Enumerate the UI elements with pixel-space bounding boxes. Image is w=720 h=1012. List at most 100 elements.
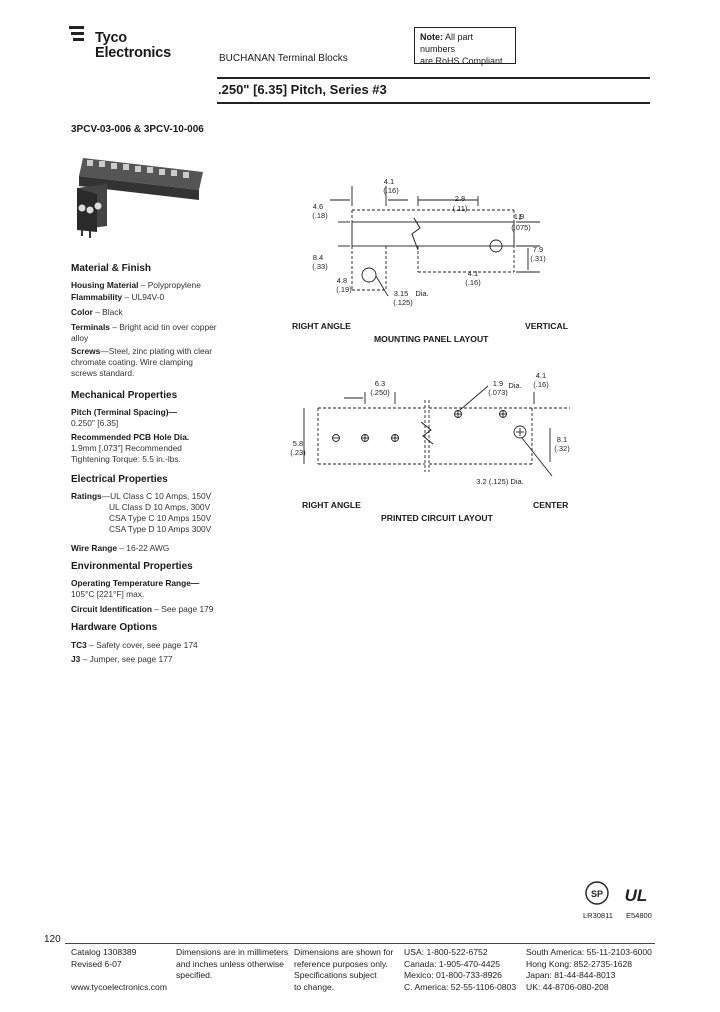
- phone-uk: UK: 44-8706-080-208: [526, 981, 609, 992]
- screws: Screws—Steel, zinc plating with clear ch…: [71, 346, 221, 379]
- title-rule-bottom: [217, 102, 650, 104]
- dim-label: (.16): [533, 380, 549, 389]
- wire-range-value: – 16-22 AWG: [117, 543, 170, 553]
- dim-label: 1.9: [514, 212, 524, 221]
- phone-usa: USA: 1-800-522-6752: [404, 947, 488, 957]
- dim-label: 4.6: [313, 202, 323, 211]
- phone-s-america: South America: 55-11-2103-6000: [526, 947, 652, 957]
- screws-value: —Steel, zinc plating with clear chromate…: [71, 346, 213, 378]
- wire-range: Wire Range – 16-22 AWG: [71, 543, 221, 554]
- ratings: Ratings—UL Class C 10 Amps, 150V UL Clas…: [71, 491, 221, 535]
- phone-mexico: Mexico: 01-800-733-8926: [404, 970, 502, 981]
- tc3-option: TC3 – Safety cover, see page 174: [71, 640, 221, 651]
- dims-note: Dimensions are in millimeters: [176, 947, 289, 957]
- footer-rule: [65, 943, 655, 944]
- j3-option: J3 – Jumper, see page 177: [71, 654, 221, 665]
- mounting-panel-diagram: 4.1 (.16) 2.8 (.11) 1.9 (.075) 4.6 (.18)…: [312, 177, 546, 307]
- dim-label: (.11): [453, 204, 468, 213]
- dim-label: (.19): [336, 285, 352, 294]
- mechanical-heading: Mechanical Properties: [71, 390, 178, 401]
- part-numbers: 3PCV-03-006 & 3PCV-10-006: [71, 124, 204, 135]
- note-text-2: are RoHS Compliant: [420, 56, 503, 66]
- catalog-number: Catalog 1308389: [71, 947, 137, 957]
- hardware-heading: Hardware Options: [71, 622, 158, 633]
- circuit-identification: Circuit Identification – See page 179: [71, 604, 221, 615]
- dim-label: 4.1: [384, 177, 394, 186]
- pitch: Pitch (Terminal Spacing)—0.250" [6.35]: [71, 407, 221, 429]
- phone-hong-kong: Hong Kong: 852-2735-1628: [526, 958, 633, 969]
- header-subtitle: BUCHANAN Terminal Blocks: [219, 53, 348, 64]
- temp-value: 105°C [221°F] max.: [71, 589, 145, 599]
- dim-label: 7.9: [533, 245, 543, 254]
- logo-line-2: Electronics: [95, 45, 171, 61]
- dim-label: (.073): [488, 388, 508, 397]
- dim-label: (.16): [383, 186, 399, 195]
- terminals-key: Terminals: [71, 322, 110, 332]
- j3-value: – Jumper, see page 177: [80, 654, 173, 664]
- tyco-logo-icon: [69, 26, 84, 41]
- housing-value: – Polypropylene: [138, 280, 201, 290]
- ul-logo-icon: UL: [625, 886, 648, 905]
- d2-label-left: RIGHT ANGLE: [302, 500, 361, 510]
- ref-note: reference purposes only.: [294, 958, 388, 969]
- series-title: .250" [6.35] Pitch, Series #3: [218, 82, 387, 97]
- footer-col-1: Catalog 1308389 Revised 6-07 www.tycoele…: [71, 947, 167, 993]
- housing-material: Housing Material – Polypropylene: [71, 280, 221, 291]
- footer-col-4: USA: 1-800-522-6752 Canada: 1-905-470-44…: [404, 947, 516, 993]
- color-key: Color: [71, 307, 93, 317]
- flammability-key: Flammability: [71, 292, 123, 302]
- dim-label: 8.4: [313, 253, 323, 262]
- dims-note: specified.: [176, 970, 213, 981]
- color-value: – Black: [92, 307, 123, 317]
- page-number: 120: [44, 934, 61, 945]
- note-text-1: All part numbers: [420, 32, 474, 54]
- dim-label: (.16): [465, 278, 481, 287]
- phone-japan: Japan: 81-44-844-8013: [526, 970, 616, 981]
- website-link[interactable]: www.tycoelectronics.com: [71, 981, 167, 992]
- circuit-value: – See page 179: [151, 604, 214, 614]
- phone-c-america: C. America: 52-55-1106-0803: [404, 981, 517, 992]
- footer-col-3: Dimensions are shown for reference purpo…: [294, 947, 393, 993]
- j3-key: J3: [71, 654, 81, 664]
- dim-label: 6.3: [375, 379, 385, 388]
- pcb-hole-value: 1.9mm [.073"] Recommended Tightening Tor…: [71, 443, 182, 464]
- footer-col-2: Dimensions are in millimeters and inches…: [176, 947, 288, 982]
- pitch-value: 0.250" [6.35]: [71, 418, 119, 428]
- tc3-key: TC3: [71, 640, 87, 650]
- ratings-key: Ratings: [71, 491, 102, 501]
- footer-col-5: South America: 55-11-2103-6000 Hong Kong…: [526, 947, 652, 993]
- title-rule-top: [217, 77, 650, 79]
- ratings-value-3: CSA Type C 10 Amps 150V: [109, 513, 212, 523]
- note-label: Note:: [420, 32, 443, 42]
- operating-temperature: Operating Temperature Range—105°C [221°F…: [71, 578, 221, 600]
- ratings-value-2: UL Class D 10 Amps, 300V: [109, 502, 211, 512]
- dim-label: 1.9: [493, 379, 503, 388]
- dim-label: (.18): [312, 211, 328, 220]
- company-logo-text: Tyco Electronics: [95, 31, 171, 61]
- dim-label: 5.8: [293, 439, 303, 448]
- d1-caption: MOUNTING PANEL LAYOUT: [374, 334, 489, 344]
- dim-label: Dia.: [508, 381, 521, 390]
- dim-label: (.075): [511, 223, 531, 232]
- d2-caption: PRINTED CIRCUIT LAYOUT: [381, 513, 493, 523]
- ref-note: Specifications subject: [294, 970, 377, 981]
- dim-label: (.31): [530, 254, 546, 263]
- ref-note: to change.: [294, 981, 335, 992]
- electrical-heading: Electrical Properties: [71, 474, 168, 485]
- flammability: Flammability – UL94V-0: [71, 292, 221, 303]
- circuit-key: Circuit Identification: [71, 604, 152, 614]
- material-heading: Material & Finish: [71, 263, 152, 274]
- ratings-value-1: —UL Class C 10 Amps, 150V: [101, 491, 212, 501]
- dim-label: (.125): [393, 298, 413, 307]
- dim-label: 8.1: [557, 435, 567, 444]
- revised-date: Revised 6-07: [71, 958, 122, 969]
- pitch-key: Pitch (Terminal Spacing)—: [71, 407, 177, 417]
- tc3-value: – Safety cover, see page 174: [86, 640, 198, 650]
- dim-label: 3.2 (.125) Dia.: [476, 477, 524, 486]
- dim-label: (.32): [554, 444, 570, 453]
- csa-logo-icon: SP: [585, 881, 609, 905]
- terminals-value: – Bright acid tin over copper alloy: [71, 322, 217, 343]
- dim-label: (.23): [290, 448, 306, 457]
- dim-label: 3.15: [394, 289, 409, 298]
- logo-line-1: Tyco: [95, 30, 127, 46]
